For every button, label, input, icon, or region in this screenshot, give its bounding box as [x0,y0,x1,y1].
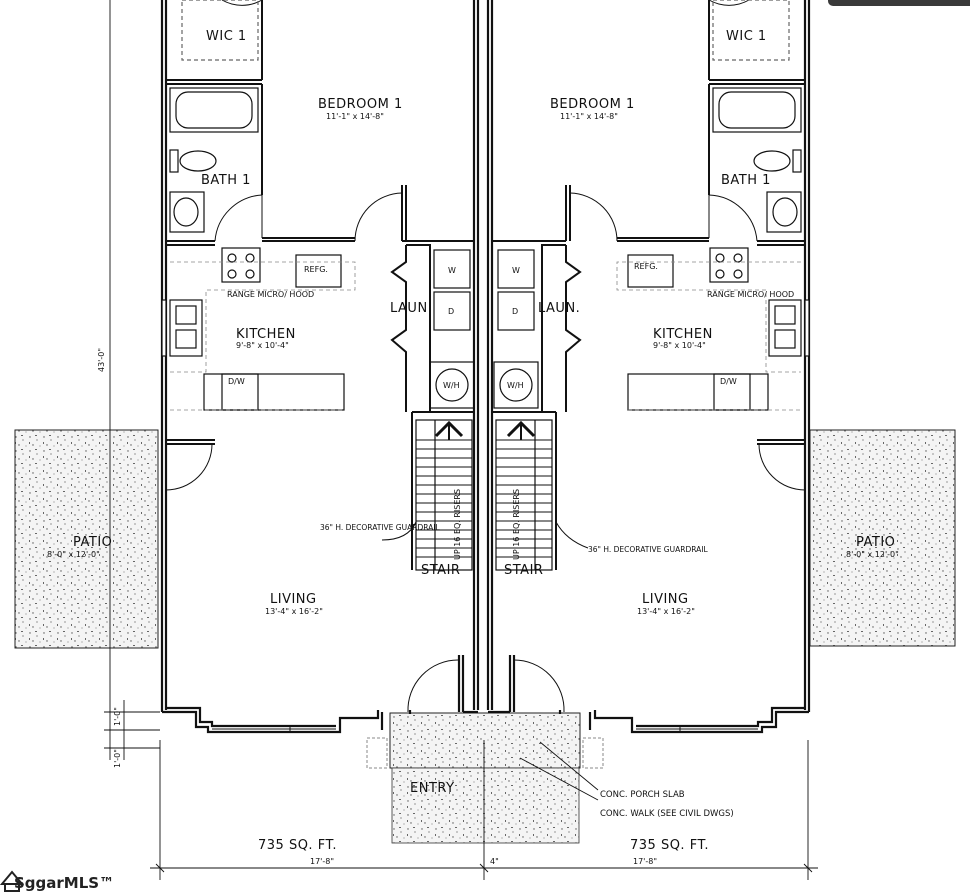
right-patio-size: 8'-0" x 12'-0" [846,550,899,559]
walk-label: CONC. WALK (SEE CIVIL DWGS) [600,809,734,819]
left-living-size: 13'-4" x 16'-2" [265,607,323,616]
left-patio [14,429,159,649]
right-width-dim: 17'-8" [633,857,657,866]
right-stair-label: STAIR [504,563,543,578]
right-patio [809,429,956,647]
right-kitchen-label: KITCHEN [653,327,713,342]
step-dim-1: 1'-0" [113,707,122,726]
house-logo-icon [0,870,25,892]
right-guardrail-leader [555,521,589,549]
right-wh-label: W/H [507,381,524,390]
entry-slab [389,712,581,769]
party-wall-dim: 4" [490,857,499,866]
left-bedroom-label: BEDROOM 1 [318,97,403,112]
entry-walk [391,767,580,844]
left-risers-label: UP 16 EQ. RISERS [453,489,462,560]
depth-dim: 43'-0" [97,348,106,372]
left-width-dim: 17'-8" [310,857,334,866]
left-stair-label: STAIR [421,563,460,578]
right-range-label: RANGE MICRO/ HOOD [707,290,794,299]
left-interior [166,0,474,570]
right-interior [492,0,805,570]
left-area-label: 735 SQ. FT. [258,838,337,853]
left-living-label: LIVING [270,592,317,607]
left-dw-label: D/W [228,377,245,386]
counter-outlines [170,261,801,411]
entry-label: ENTRY [410,781,455,796]
right-laundry-label: LAUN. [538,301,580,316]
front-windows [212,726,758,732]
right-kitchen-size: 9'-8" x 10'-4" [653,341,706,350]
right-dw-label: D/W [720,377,737,386]
left-refg-label: REFG. [304,265,328,274]
left-wh-label: W/H [443,381,460,390]
left-bedroom-size: 11'-1" x 14'-8" [326,112,384,121]
right-refg-label: REFG. [634,262,658,271]
right-living-size: 13'-4" x 16'-2" [637,607,695,616]
right-bedroom-label: BEDROOM 1 [550,97,635,112]
step-dim-2: 1'-0" [113,749,122,768]
left-range-label: RANGE MICRO/ HOOD [227,290,314,299]
left-guardrail-leader [381,521,417,541]
right-dryer-label: D [512,307,518,316]
watermark-text: SggarMLS™ [14,874,114,892]
left-stair-treads [416,439,472,558]
left-patio-size: 8'-0" x 12'-0" [47,550,100,559]
right-fixtures [493,0,810,571]
left-washer-label: W [448,266,456,275]
left-guardrail-label: 36" H. DECORATIVE GUARDRAIL [320,523,440,532]
porch-slab-label: CONC. PORCH SLAB [600,790,685,800]
right-bath-label: BATH 1 [721,173,771,188]
right-guardrail-label: 36" H. DECORATIVE GUARDRAIL [588,545,708,554]
right-bedroom-size: 11'-1" x 14'-8" [560,112,618,121]
right-patio-label: PATIO [856,535,895,550]
corner-tab [828,0,970,6]
right-doors [513,0,806,713]
left-bath-label: BATH 1 [201,173,251,188]
left-dryer-label: D [448,307,454,316]
left-wic-label: WIC 1 [206,29,247,44]
left-kitchen-size: 9'-8" x 10'-4" [236,341,289,350]
left-patio-label: PATIO [73,535,112,550]
walls [160,0,811,734]
right-living-label: LIVING [642,592,689,607]
left-kitchen-label: KITCHEN [236,327,296,342]
right-stair-treads [496,439,552,558]
right-washer-label: W [512,266,520,275]
left-doors [165,0,459,713]
right-area-label: 735 SQ. FT. [630,838,709,853]
mls-watermark: SggarMLS™ [0,870,114,892]
right-wic-label: WIC 1 [726,29,767,44]
dimension-lines [104,0,818,880]
left-fixtures [161,0,475,571]
right-risers-label: UP 16 EQ. RISERS [512,489,521,560]
left-laundry-label: LAUN. [390,301,432,316]
